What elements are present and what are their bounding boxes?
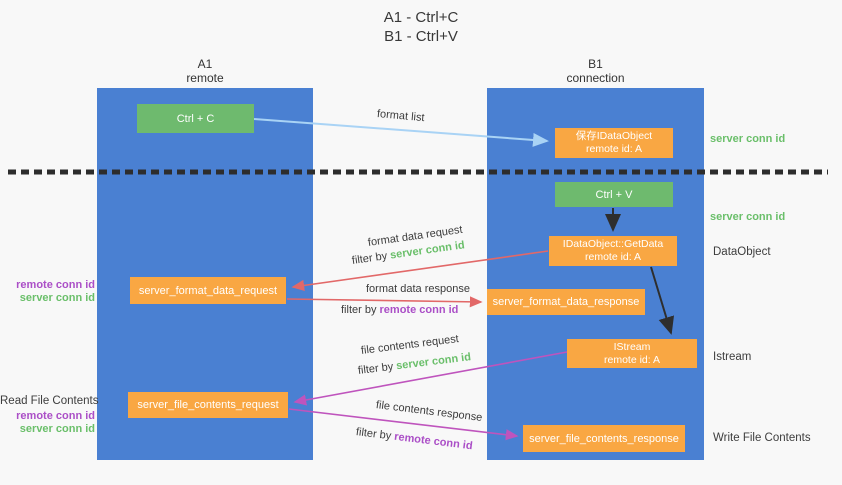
server-file-contents-request-label: server_file_contents_request (137, 399, 279, 411)
server-format-data-response-node: server_format_data_response (487, 289, 645, 315)
title-line-2: B1 - Ctrl+V (384, 28, 458, 45)
format-data-response-label: format data response (366, 283, 470, 295)
dataobject-annotation: DataObject (713, 246, 771, 258)
write-file-contents-annotation: Write File Contents (713, 432, 811, 444)
server-conn-id-annotation-top: server conn id (710, 133, 786, 145)
remote-conn-id-annotation-left-2: remote conn id (16, 410, 95, 422)
file-contents-response-arrow (288, 408, 519, 441)
istream-node: IStream remote id: A (567, 339, 697, 368)
remote-conn-id-annotation-left-1: remote conn id (16, 279, 95, 291)
getdata-line1: IDataObject::GetData (562, 238, 664, 250)
format-data-request-arrow (291, 250, 549, 291)
ctrl-v-label: Ctrl + V (595, 188, 633, 201)
server-file-contents-request-node: server_file_contents_request (128, 392, 288, 418)
istream-line2: remote id: A (603, 353, 661, 366)
ctrl-c-label: Ctrl + C (176, 112, 215, 125)
getdata-to-istream-arrow (650, 266, 675, 335)
left-column-header: A1 remote (97, 57, 313, 85)
diagram-title: A1 - Ctrl+C B1 - Ctrl+V (0, 8, 842, 46)
format-list-arrow (253, 118, 549, 147)
save-idataobject-line1: 保存IDataObject (575, 130, 653, 142)
remote-conn-id-text: remote conn id (379, 304, 459, 316)
getdata-line2: remote id: A (584, 251, 642, 263)
istream-line1: IStream (613, 340, 651, 353)
server-format-data-request-node: server_format_data_request (130, 277, 286, 304)
server-file-contents-response-label: server_file_contents_response (529, 432, 679, 445)
istream-annotation: Istream (713, 351, 752, 363)
server-format-data-response-label: server_format_data_response (492, 296, 640, 308)
file-contents-request-arrow (293, 351, 568, 406)
right-column-role: connection (566, 71, 625, 85)
ctrl-c-node: Ctrl + C (137, 104, 254, 133)
right-column-name: B1 (588, 57, 603, 71)
filter-by-text: filter by (341, 304, 377, 316)
right-column-header: B1 connection (487, 57, 704, 85)
server-format-data-request-label: server_format_data_request (138, 284, 278, 297)
server-conn-id-annotation-left-2: server conn id (19, 423, 95, 435)
server-conn-id-annotation-mid: server conn id (710, 211, 786, 223)
filter-by-remote-conn-id-label-1: filter by remote conn id (341, 304, 458, 316)
save-idataobject-line2: remote id: A (585, 143, 643, 155)
server-conn-id-annotation-left-1: server conn id (19, 292, 95, 304)
title-line-1: A1 - Ctrl+C (383, 9, 459, 26)
getdata-node: IDataObject::GetData remote id: A (549, 236, 677, 266)
format-data-response-arrow (286, 296, 483, 308)
left-column-name: A1 (197, 57, 213, 71)
server-file-contents-response-node: server_file_contents_response (523, 425, 685, 452)
read-file-contents-annotation: Read File Contents (0, 395, 99, 407)
left-column-role: remote (186, 71, 224, 85)
save-idataobject-node: 保存IDataObject remote id: A (555, 128, 673, 158)
ctrl-v-node: Ctrl + V (555, 182, 673, 207)
